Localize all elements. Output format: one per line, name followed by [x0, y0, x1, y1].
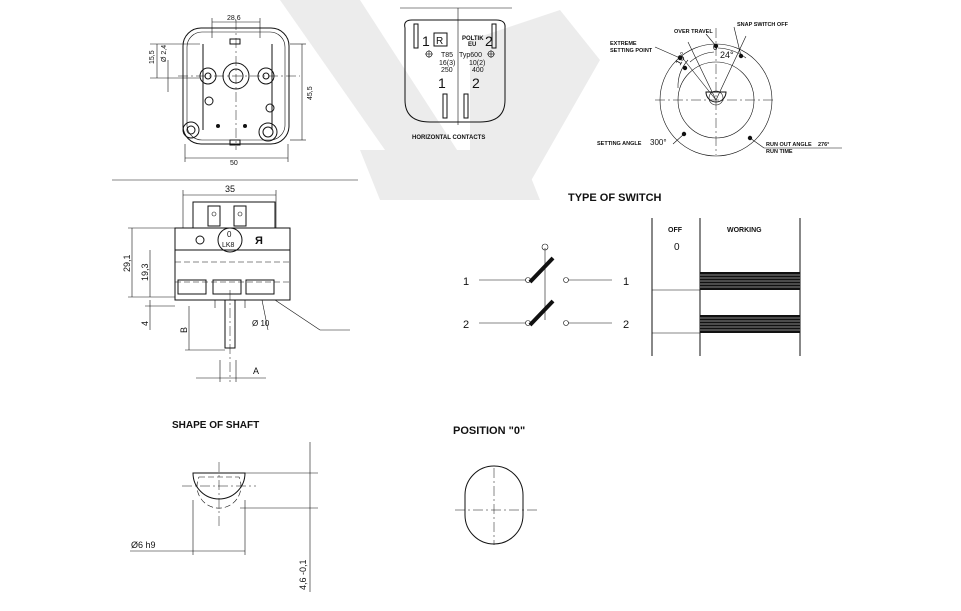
plate-typ600: Typ600: [459, 52, 482, 59]
plate-t85: T85: [441, 52, 453, 59]
plate-num-2-bottom: 2: [472, 75, 480, 91]
top-dim-15-5: 15,5: [149, 50, 156, 64]
shaft-flat: 4,6 -0,1: [298, 559, 308, 590]
top-dim-d2-4: Ø 2,4: [161, 45, 168, 62]
position-zero: POSITION "0": [453, 425, 540, 545]
switch-off-label: OFF: [668, 227, 683, 234]
angle-run-time: RUN TIME: [766, 149, 793, 155]
side-dim-b: B: [179, 327, 189, 333]
angle-zero: 0: [713, 43, 718, 52]
plate-logo-mark: R: [436, 36, 443, 47]
plate-brand: POLTIK: [462, 36, 484, 42]
switch-type: TYPE OF SWITCH 1 1 2 2 OFF WORKING 0: [463, 192, 801, 356]
switch-left-2: 2: [463, 319, 469, 331]
plate-brand-sub: EU: [468, 42, 476, 48]
plate-16-3: 16(3): [439, 60, 455, 67]
top-dim-45-5: 45,5: [307, 86, 314, 100]
angle-setting-label: SETTING ANGLE: [597, 141, 642, 147]
top-dim-28-6: 28,6: [227, 15, 241, 22]
angle-snap-switch-off: SNAP SWITCH OFF: [737, 22, 789, 28]
side-dim-4: 4: [140, 321, 150, 326]
angle-runout-label: RUN OUT ANGLE: [766, 142, 812, 148]
angle-setting-value: 300°: [650, 138, 667, 147]
side-view: 0 LK8 Я 35 29,1 19,3 4 B A Ø 10: [122, 184, 350, 382]
side-dim-19-3: 19,3: [140, 263, 150, 281]
contact-plate: 1 2 R POLTIK EU T85 Typ600 16(3) 10(2) 2…: [400, 7, 512, 141]
plate-num-1-bottom: 1: [438, 75, 446, 91]
angle-extreme-2: SETTING POINT: [610, 48, 653, 54]
angle-over-travel: OVER TRAVEL: [674, 29, 713, 35]
side-dim-a: A: [253, 366, 259, 376]
angle-runout-value: 276°: [818, 142, 829, 148]
shaft-dia: Ø6 h9: [131, 540, 156, 550]
side-lk8: LK8: [222, 242, 235, 249]
position-title: POSITION "0": [453, 425, 525, 437]
angle-diagram: OVER TRAVEL SNAP SWITCH OFF EXTREME SETT…: [597, 22, 842, 157]
shaft-title: SHAPE OF SHAFT: [172, 420, 259, 431]
top-dim-50: 50: [230, 160, 238, 167]
watermark: [280, 0, 600, 200]
shaft-shape: SHAPE OF SHAFT Ø6 h9 4,6 -0,1: [130, 420, 318, 592]
plate-400: 400: [472, 67, 484, 74]
plate-caption: HORIZONTAL CONTACTS: [412, 135, 485, 141]
angle-24: 24°: [720, 50, 734, 60]
switch-off-value: 0: [674, 242, 680, 253]
side-dim-35: 35: [225, 184, 235, 194]
plate-num-1-top: 1: [422, 33, 430, 49]
side-dim-29-1: 29,1: [122, 254, 132, 272]
switch-working-label: WORKING: [727, 227, 762, 234]
switch-title: TYPE OF SWITCH: [568, 192, 662, 204]
switch-left-1: 1: [463, 276, 469, 288]
top-view: 28,6 15,5 Ø 2,4 45,5 50: [149, 15, 314, 167]
plate-10-2: 10(2): [469, 60, 485, 67]
plate-num-2-top: 2: [485, 33, 493, 49]
plate-250: 250: [441, 67, 453, 74]
angle-extreme-1: EXTREME: [610, 41, 637, 47]
switch-right-1: 1: [623, 276, 629, 288]
side-cert-mark: Я: [255, 235, 263, 247]
switch-right-2: 2: [623, 319, 629, 331]
side-zero: 0: [227, 230, 232, 239]
side-dim-d10: Ø 10: [252, 319, 270, 328]
